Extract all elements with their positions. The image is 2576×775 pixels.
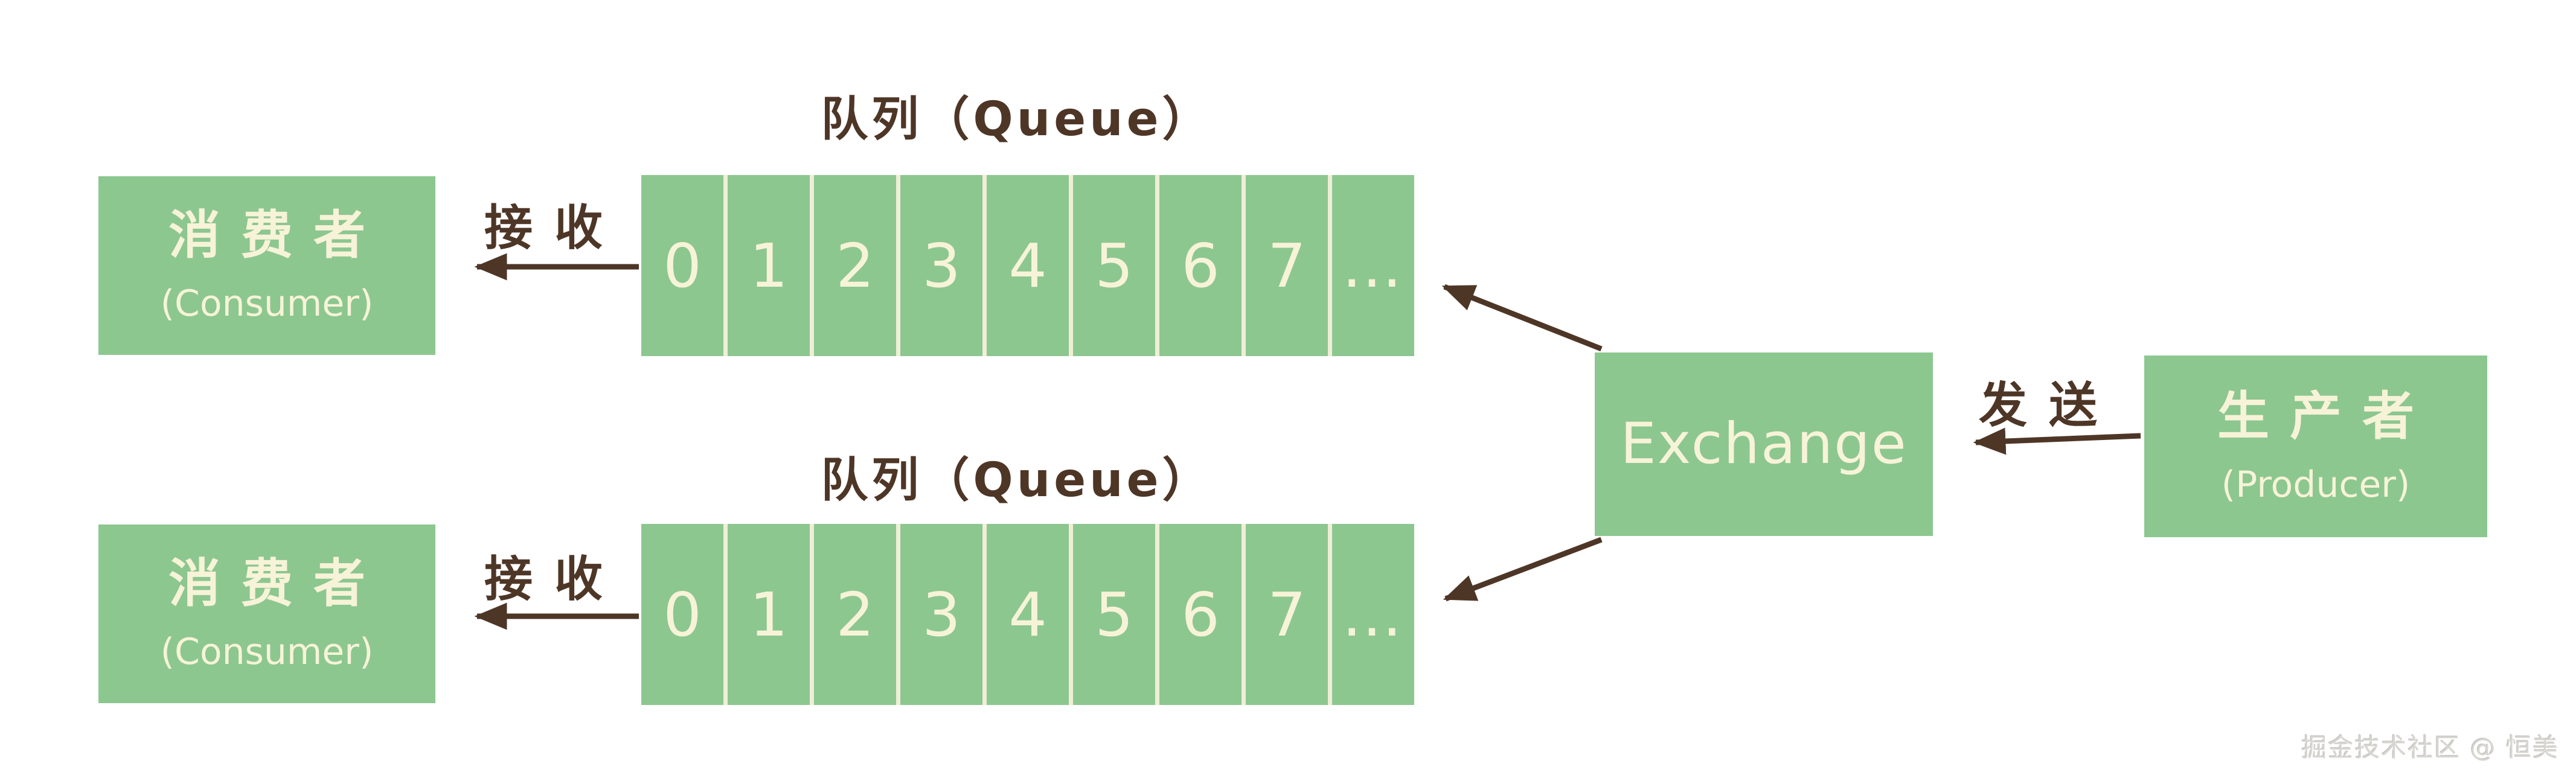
consumer-bottom-title-en: (Consumer) xyxy=(160,631,374,673)
queue-bottom-cell-2: 2 xyxy=(814,524,900,705)
consumer-box-top: 消费者 (Consumer) xyxy=(98,176,435,355)
queue-bottom-cell-5: 5 xyxy=(1073,524,1159,705)
queue-bottom-cell-0: 0 xyxy=(641,524,728,705)
consumer-top-title-cn: 消费者 xyxy=(168,205,386,266)
queue-top-cell-2: 2 xyxy=(814,175,900,356)
consumer-top-title-en: (Consumer) xyxy=(160,282,374,325)
exchange-to-bottom-queue-arrow xyxy=(1443,537,1603,602)
queue-bottom-cell-7: 7 xyxy=(1246,524,1332,705)
exchange-box: Exchange xyxy=(1595,352,1933,536)
queue-bottom-cell-1: 1 xyxy=(728,524,814,705)
consumer-bottom-title-cn: 消费者 xyxy=(168,553,386,614)
producer-box: 生产者 (Producer) xyxy=(2144,356,2487,537)
queue-title-bottom: 队列（Queue） xyxy=(821,453,1213,508)
queue-top-cell-4: 4 xyxy=(987,175,1073,356)
receive-label-bottom: 接收 xyxy=(484,551,624,607)
queue-top-cell-3: 3 xyxy=(900,175,987,356)
queue-top-cell-5: 5 xyxy=(1073,175,1159,356)
watermark: 掘金技术社区 @ 恒美 xyxy=(2301,733,2559,762)
exchange-to-top-queue-arrow xyxy=(1441,284,1603,352)
queue-top: 0 1 2 3 4 5 6 7 … xyxy=(641,175,1414,356)
queue-top-cell-ellipsis: … xyxy=(1342,230,1405,301)
exchange-label: Exchange xyxy=(1620,411,1908,477)
receive-label-top: 接收 xyxy=(484,200,624,256)
producer-title-en: (Producer) xyxy=(2221,463,2411,506)
producer-title-cn: 生产者 xyxy=(2217,386,2435,447)
send-label: 发送 xyxy=(1979,377,2119,433)
queue-bottom-cell-ellipsis: … xyxy=(1342,579,1405,650)
queue-bottom: 0 1 2 3 4 5 6 7 … xyxy=(641,524,1414,705)
queue-top-cell-0: 0 xyxy=(641,175,728,356)
queue-title-top: 队列（Queue） xyxy=(821,92,1213,147)
consumer-box-bottom: 消费者 (Consumer) xyxy=(98,525,435,703)
queue-bottom-cell-3: 3 xyxy=(900,524,987,705)
queue-bottom-cell-6: 6 xyxy=(1159,524,1246,705)
queue-top-cell-7: 7 xyxy=(1246,175,1332,356)
queue-top-cell-1: 1 xyxy=(728,175,814,356)
queue-bottom-cell-4: 4 xyxy=(987,524,1073,705)
send-arrow xyxy=(1973,427,2141,455)
queue-top-cell-6: 6 xyxy=(1159,175,1246,356)
